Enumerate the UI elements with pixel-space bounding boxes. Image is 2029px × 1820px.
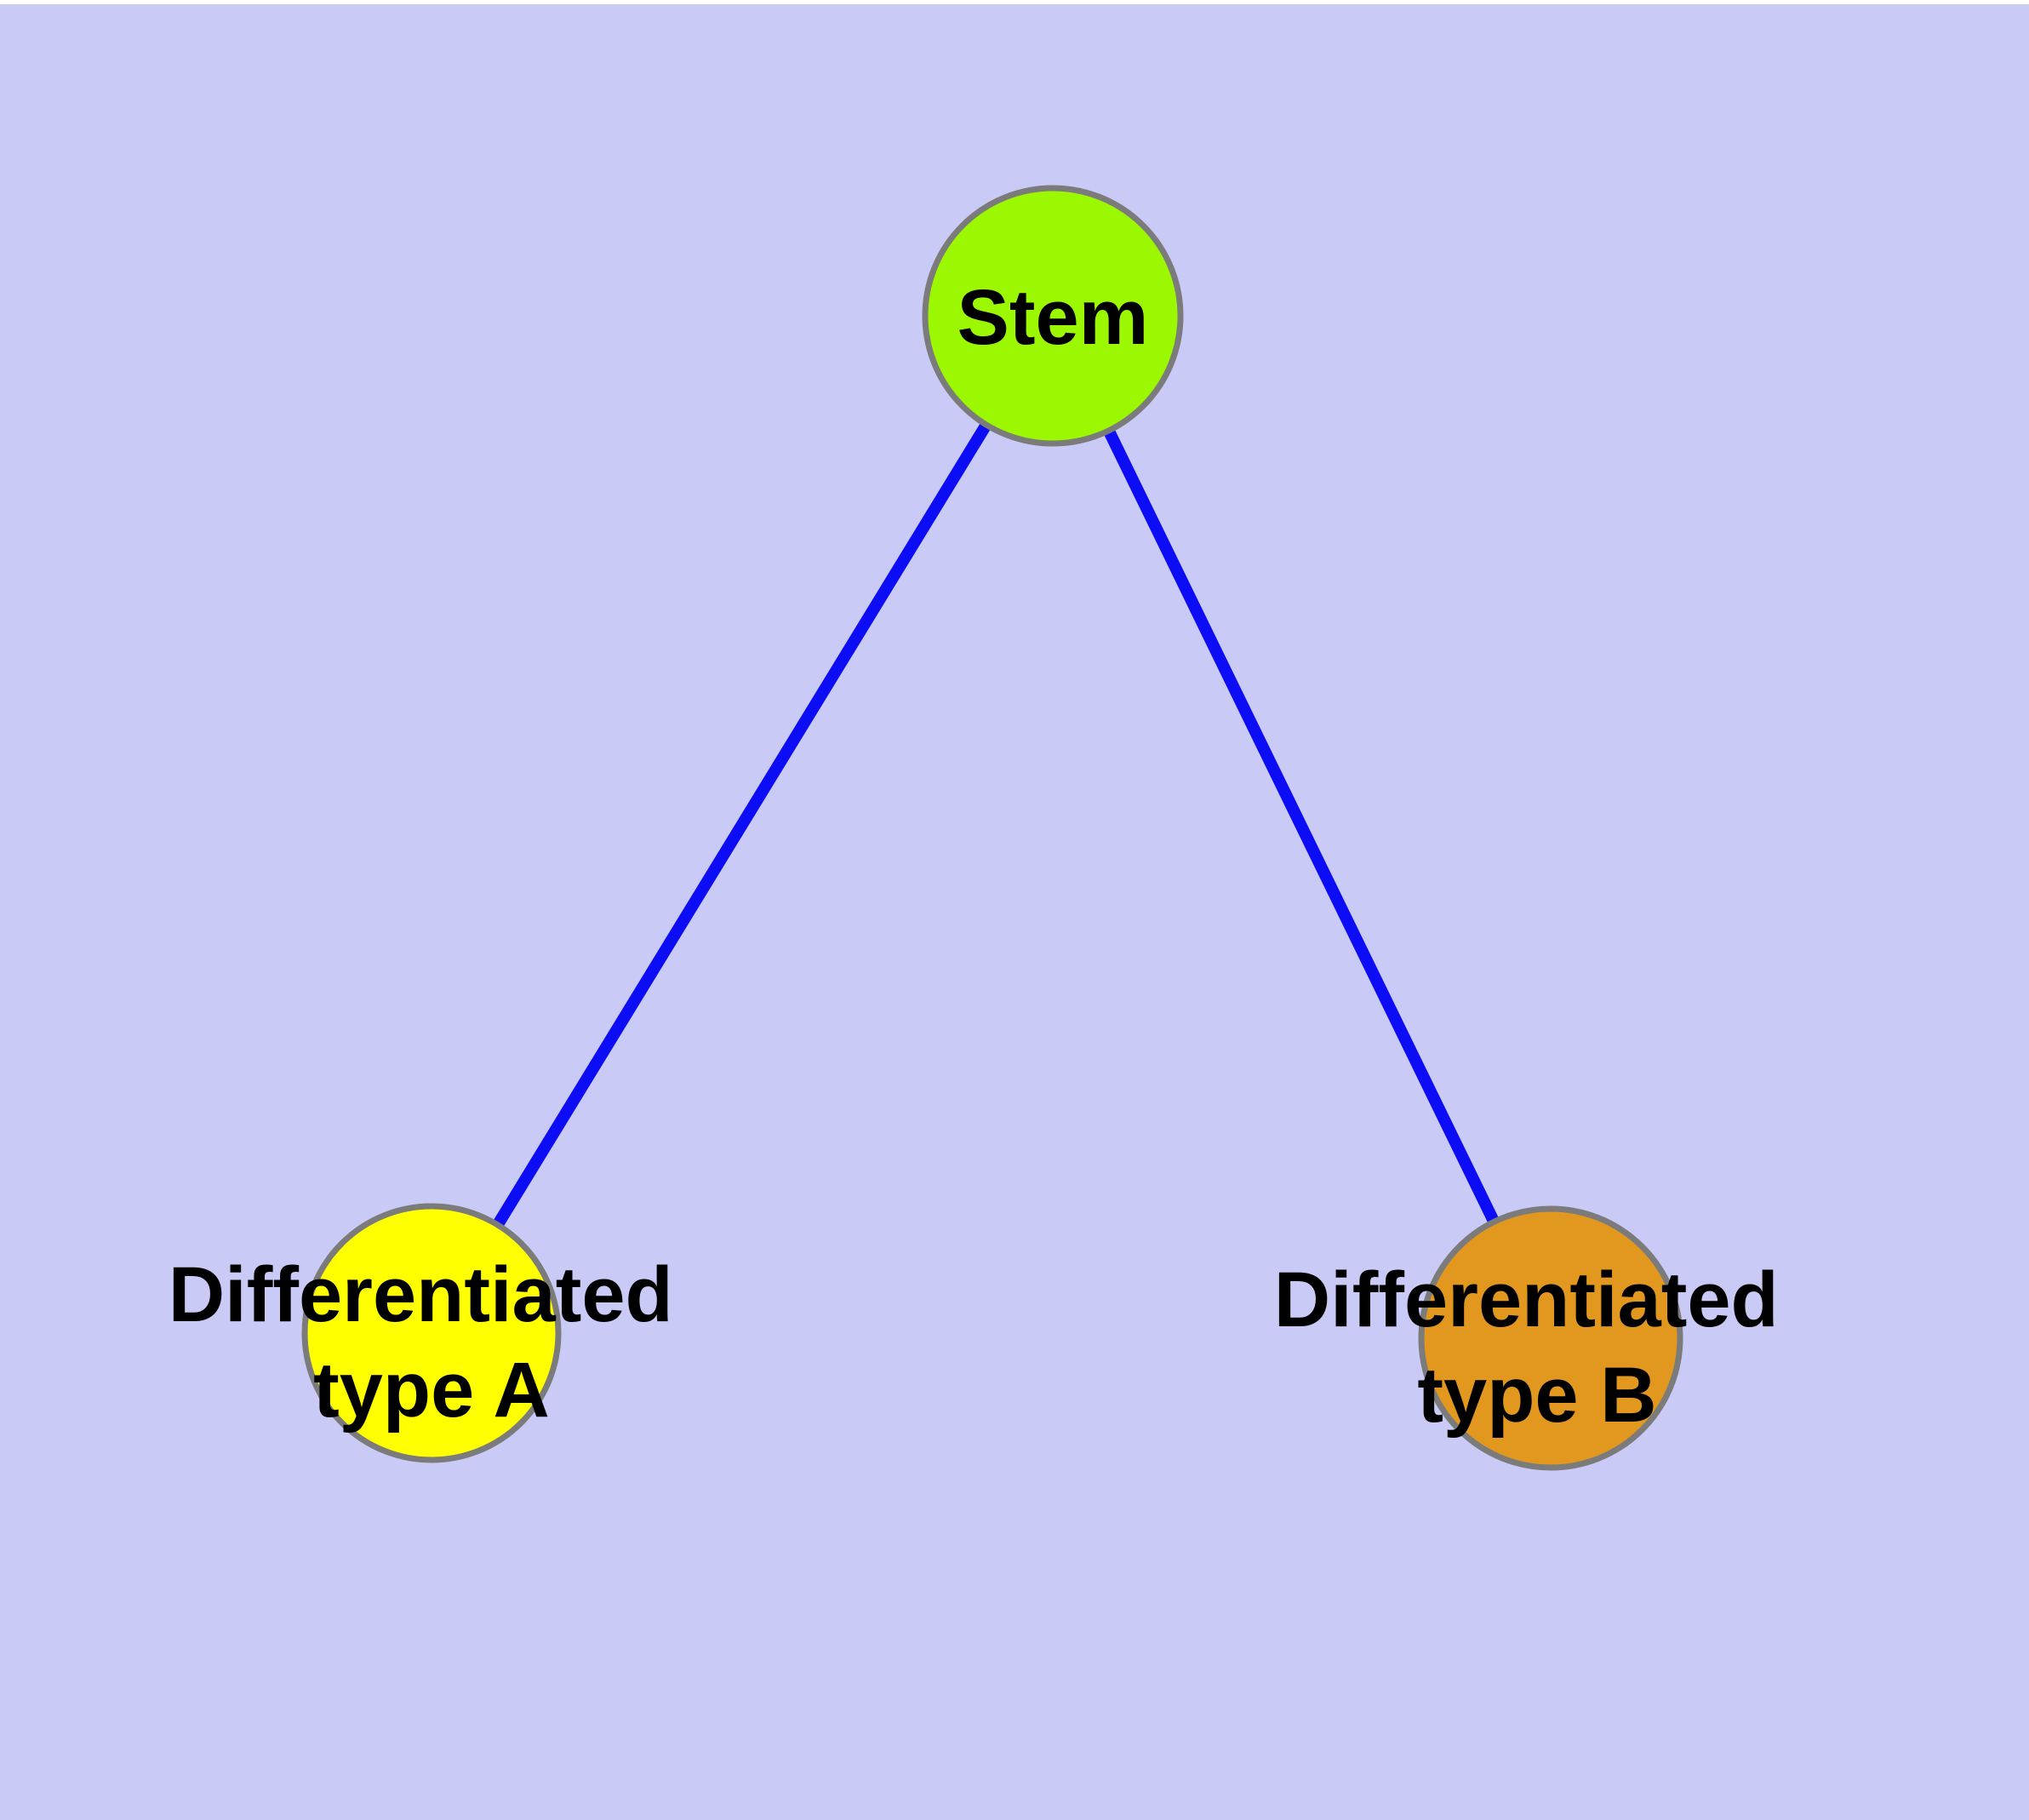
node-label-stem-line1: Stem: [957, 274, 1149, 361]
top-margin-strip: [0, 0, 2029, 4]
node-label-type-b-line1: Differentiated: [1274, 1256, 1779, 1343]
node-differentiated-type-a: [301, 1203, 562, 1463]
node-label-differentiated-type-a: Differentiated type A: [169, 1251, 695, 1434]
node-differentiated-type-b: [1418, 1205, 1683, 1471]
node-label-type-a-line2: type A: [313, 1347, 550, 1434]
node-label-type-b-line2: type B: [1417, 1352, 1656, 1439]
node-stem: [922, 185, 1184, 447]
node-label-differentiated-type-b: Differentiated type B: [1274, 1256, 1801, 1439]
node-label-type-a-line1: Differentiated: [169, 1251, 673, 1338]
edge-stem-to-type-a: [426, 312, 1058, 1336]
node-label-stem: Stem: [957, 274, 1149, 361]
edge-stem-to-type-b: [1047, 312, 1557, 1342]
